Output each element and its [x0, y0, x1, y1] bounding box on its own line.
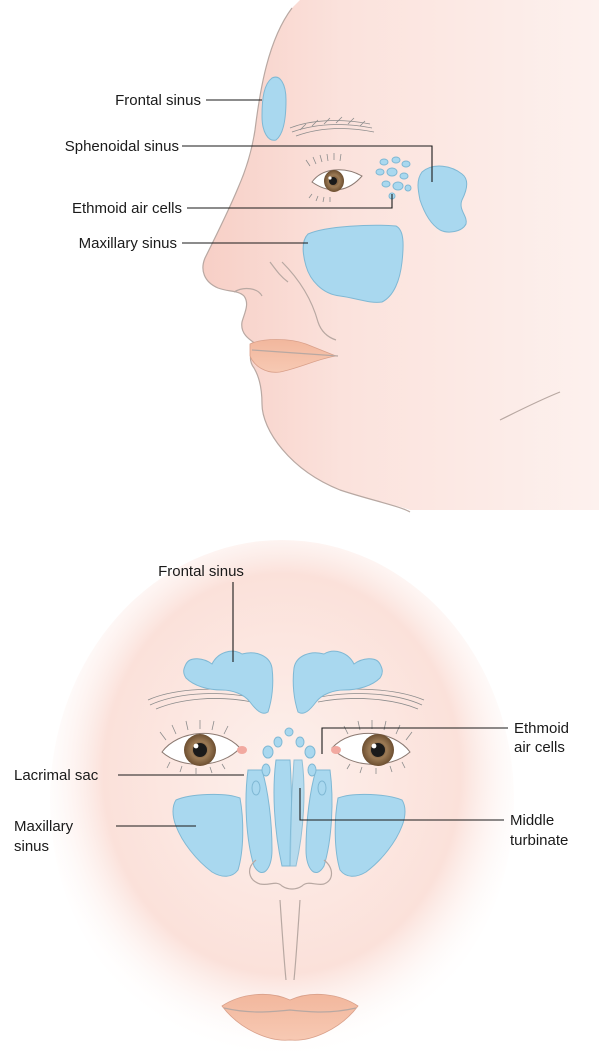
lateral-ethmoid-air-cells-label: Ethmoid air cells: [72, 200, 182, 217]
frontal-ethmoid-label-line1: Ethmoid: [514, 720, 569, 737]
lateral-view: Frontal sinus Sphenoidal sinus Ethmoid a…: [65, 0, 599, 512]
lateral-frontal-sinus: [262, 77, 286, 140]
frontal-frontal-sinus-label: Frontal sinus: [158, 563, 244, 580]
frontal-nasal-cavity: [246, 760, 332, 873]
frontal-maxillary-label-line1: Maxillary: [14, 818, 74, 835]
frontal-maxillary-label-line2: sinus: [14, 838, 49, 855]
frontal-middle-turbinate-label-line2: turbinate: [510, 832, 568, 849]
lateral-frontal-sinus-label: Frontal sinus: [115, 92, 201, 109]
frontal-ethmoid-label-line2: air cells: [514, 739, 565, 756]
lateral-maxillary-sinus-label: Maxillary sinus: [79, 235, 177, 252]
frontal-middle-turbinate-label-line1: Middle: [510, 812, 554, 829]
lateral-sphenoidal-sinus-label: Sphenoidal sinus: [65, 138, 179, 155]
frontal-lacrimal-sac-label: Lacrimal sac: [14, 767, 99, 784]
frontal-view: Frontal sinus Ethmoid air cells Lacrimal…: [14, 540, 569, 1054]
